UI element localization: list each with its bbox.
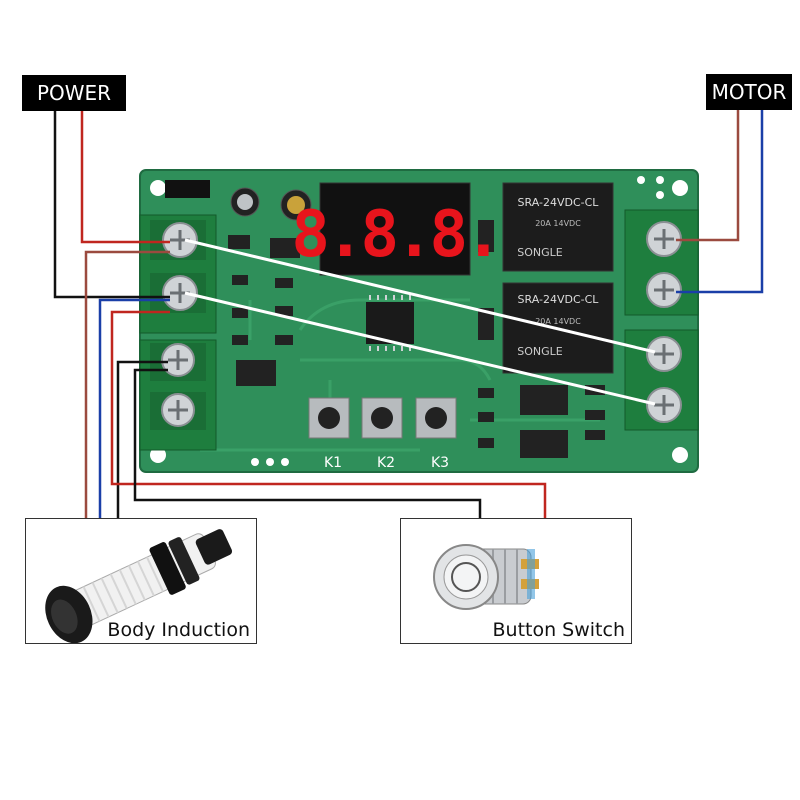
relay-1: SRA-24VDC-CL 20A 14VDC SONGLE	[502, 182, 614, 272]
mount-hole	[150, 447, 166, 463]
button-switch-icon	[433, 544, 539, 610]
button-k3[interactable]	[415, 397, 457, 439]
motor-wire-brown	[676, 110, 740, 242]
sensor-wire-black	[116, 360, 168, 520]
svg-text:SONGLE: SONGLE	[517, 246, 563, 259]
terminal-screws-right	[646, 221, 682, 423]
svg-text:20A 14VDC: 20A 14VDC	[535, 317, 581, 326]
seven-segment-display: 8.8.8.	[291, 182, 503, 276]
power-wire-red	[80, 110, 170, 244]
motor-label: MOTOR	[706, 74, 792, 110]
svg-text:SRA-24VDC-CL: SRA-24VDC-CL	[518, 293, 600, 306]
internal-jumper-wires	[184, 238, 656, 406]
mount-hole	[150, 180, 166, 196]
svg-text:20A 14VDC: 20A 14VDC	[535, 219, 581, 228]
key-label-k2: K2	[377, 455, 395, 471]
mount-hole	[672, 180, 688, 196]
body-induction-sensor-icon	[45, 529, 233, 643]
switch-wire-black	[133, 368, 482, 520]
sensor-wire-brown	[84, 250, 170, 520]
key-label-k1: K1	[324, 455, 342, 471]
mount-hole	[672, 447, 688, 463]
power-wire-black	[53, 110, 170, 299]
button-k2[interactable]	[361, 397, 403, 439]
svg-text:SONGLE: SONGLE	[517, 345, 563, 358]
body-induction-label: Body Induction	[105, 619, 252, 641]
switch-wire-red	[110, 310, 547, 520]
capacitors	[165, 180, 312, 221]
body-induction-panel: Body Induction	[25, 518, 257, 644]
display-digits: 8.8.8.	[291, 198, 498, 272]
key-label-k3: K3	[431, 455, 449, 471]
motor-wire-blue	[676, 110, 764, 294]
button-switch-panel: Button Switch	[400, 518, 632, 644]
button-switch-label: Button Switch	[490, 619, 627, 641]
relay-2: SRA-24VDC-CL 20A 14VDC SONGLE	[502, 282, 614, 374]
power-label: POWER	[22, 75, 126, 111]
sensor-wire-blue	[98, 298, 170, 520]
svg-text:SRA-24VDC-CL: SRA-24VDC-CL	[518, 196, 600, 209]
button-k1[interactable]	[308, 397, 350, 439]
terminal-screws-left	[161, 222, 198, 427]
smd-components	[228, 220, 605, 458]
